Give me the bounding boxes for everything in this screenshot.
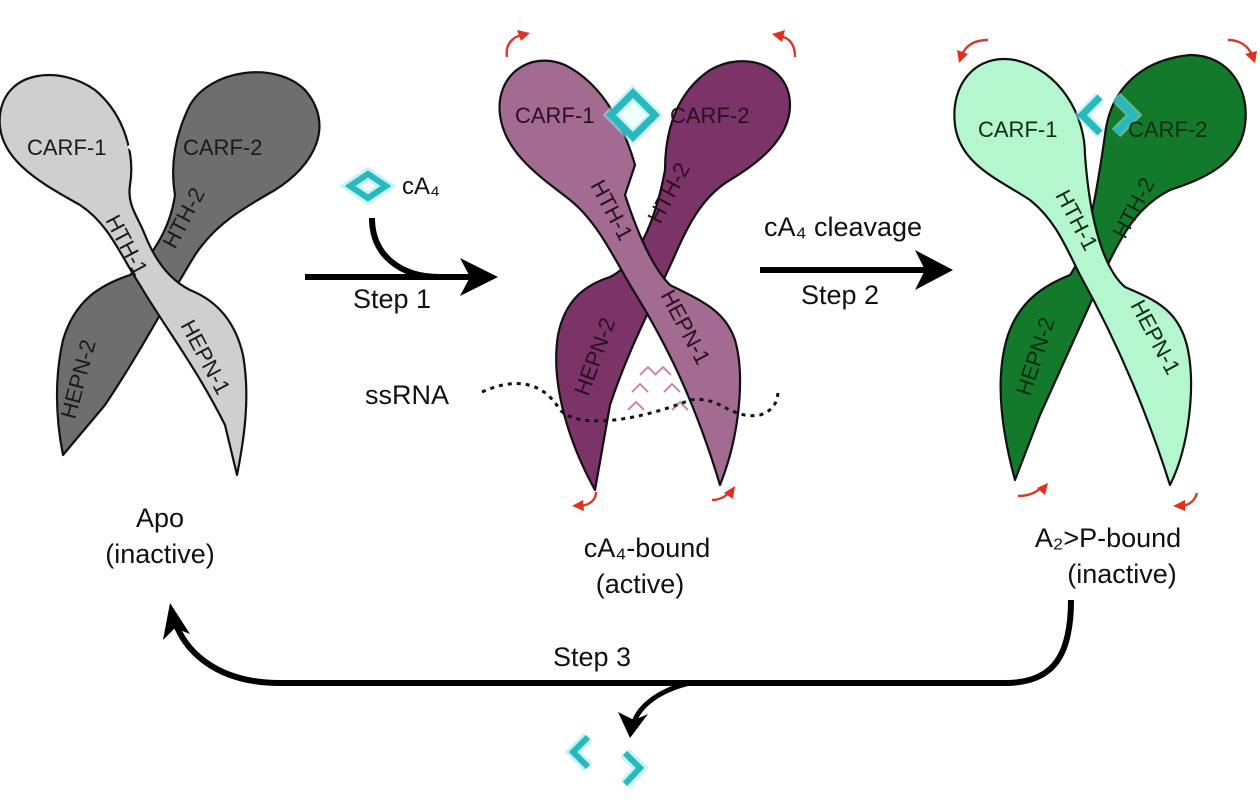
ssrna-strand [481, 382, 780, 423]
step-3-arrow [163, 599, 1074, 738]
a2p-bound-conformational-arrows [957, 38, 1257, 511]
apo-state-activity: (inactive) [105, 539, 215, 569]
ca4-bound-state-activity: (active) [596, 569, 685, 599]
apo-carf-2-label: CARF-2 [183, 135, 262, 160]
apo-subunit-1 [0, 73, 248, 477]
ca4-ligand-icon [339, 166, 397, 206]
apo-state-name: Apo [136, 503, 184, 533]
rna-cleavage-marks [627, 365, 689, 411]
apo-empty-binding-site [127, 130, 165, 164]
step-2-arrow [760, 250, 953, 290]
a2p-bound-carf-1-label: CARF-1 [978, 117, 1057, 142]
a2p-bound-state-name: A₂>P-bound [1035, 523, 1181, 553]
ca4-bound-subunit-1 [498, 59, 742, 487]
step-1-label: Step 1 [353, 284, 431, 314]
step-1-arrow [305, 217, 498, 296]
a2p-cleaved-ligand-icon [1073, 92, 1143, 138]
a2p-bound-subunit-1 [953, 57, 1193, 487]
ca4-bound-subunit-2 [555, 60, 792, 492]
a2p-bound-carf-2-label: CARF-2 [1128, 117, 1207, 142]
ca4-bound-state-name: cA₄-bound [584, 533, 711, 563]
ca4-bound-carf-1-label: CARF-1 [515, 103, 594, 128]
a2p-bound-state-activity: (inactive) [1067, 559, 1177, 589]
step-3-label: Step 3 [553, 642, 631, 672]
ca4-bound-conformational-arrows [505, 30, 797, 511]
ca4-bound-molecule: CARF-1 CARF-2 HTH-1 HTH-2 HEPN-1 HEPN-2 [498, 59, 792, 492]
ssrna-label: ssRNA [365, 380, 449, 410]
apo-subunit-2 [55, 71, 321, 457]
released-cleaved-ligand-icon [564, 732, 649, 789]
step-1-ligand-label: cA₄ [402, 173, 440, 200]
ca4-bound-carf-2-label: CARF-2 [670, 103, 749, 128]
ca4-bound-ligand-icon [602, 84, 664, 146]
a2p-bound-molecule: CARF-1 CARF-2 HTH-1 HTH-2 HEPN-1 HEPN-2 [953, 53, 1247, 487]
step-2-annotation: cA₄ cleavage [764, 212, 922, 242]
apo-carf-1-label: CARF-1 [27, 135, 106, 160]
step-2-label: Step 2 [801, 280, 879, 310]
apo-molecule: CARF-1 CARF-2 HTH-1 HTH-2 HEPN-1 HEPN-2 [0, 71, 321, 477]
